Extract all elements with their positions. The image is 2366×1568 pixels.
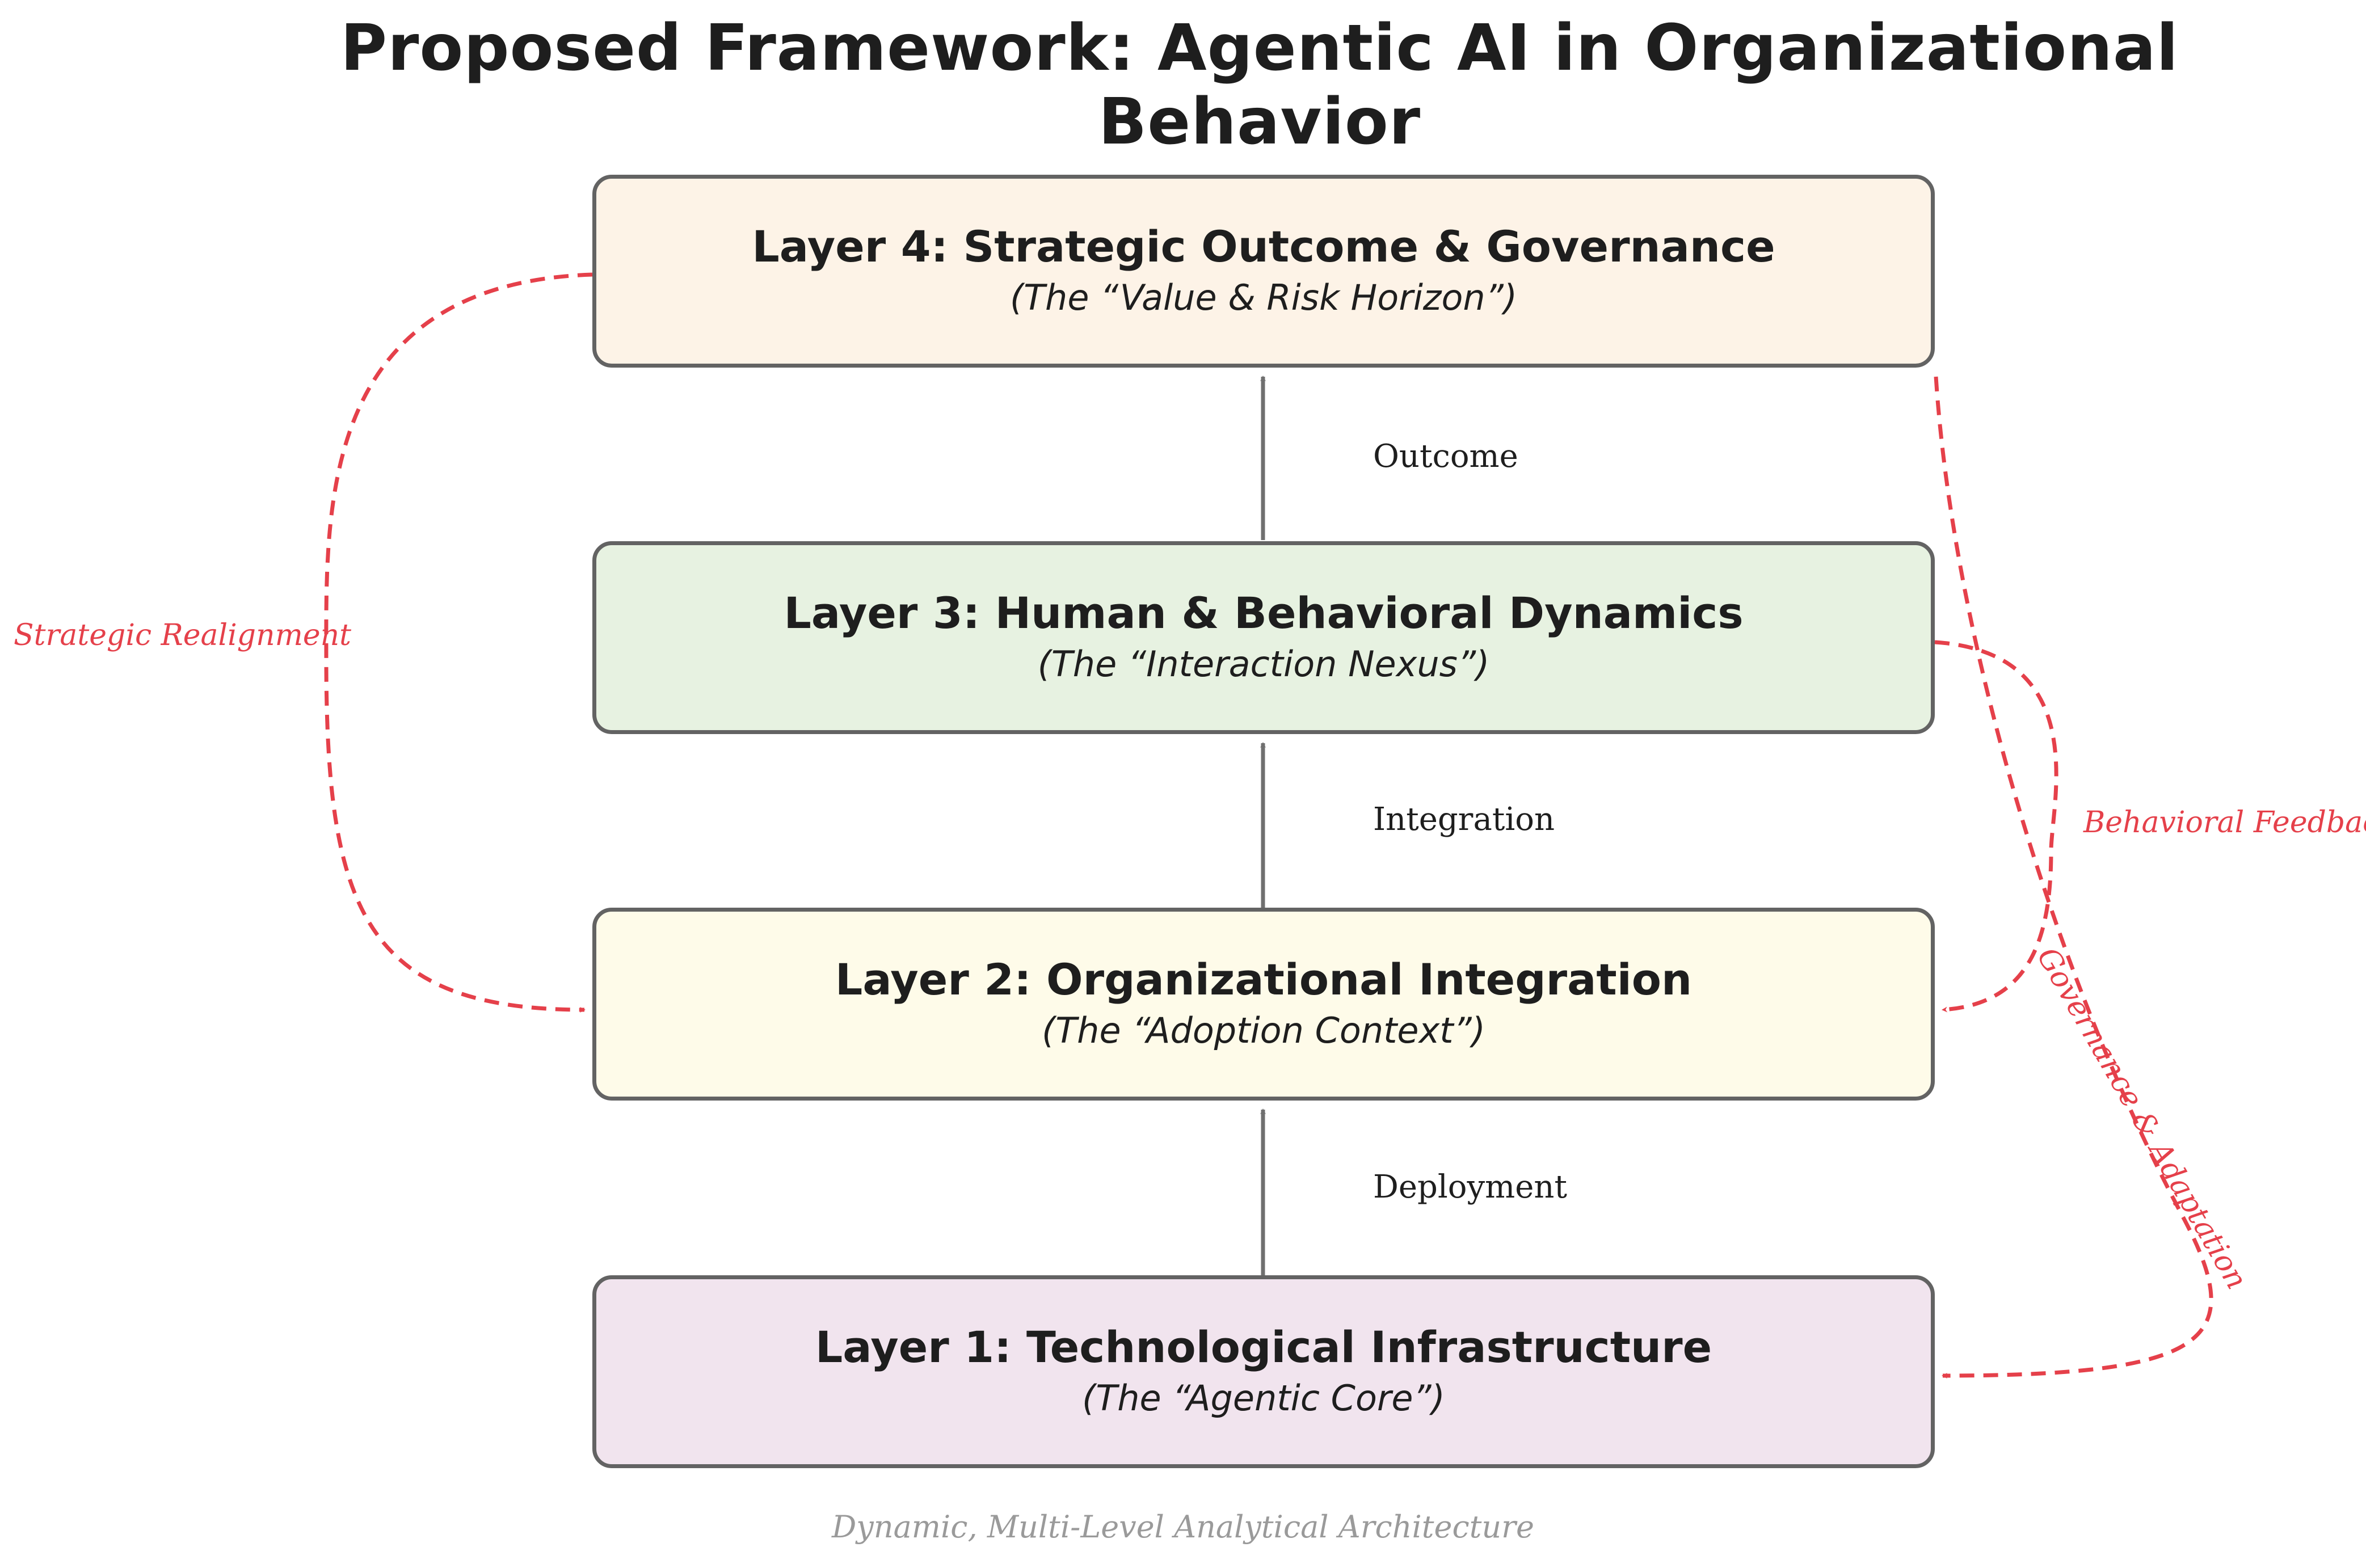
layer-4-title: Layer 4: Strategic Outcome & Governance xyxy=(752,221,1775,272)
layer-1-subtitle: (The “Agentic Core”) xyxy=(1082,1377,1445,1419)
layer-3-box: Layer 3: Human & Behavioral Dynamics (Th… xyxy=(592,541,1935,734)
layer-2-subtitle: (The “Adoption Context”) xyxy=(1042,1010,1485,1052)
behavioral-feedback-label: Behavioral Feedback xyxy=(2083,806,2366,840)
layer-3-subtitle: (The “Interaction Nexus”) xyxy=(1037,643,1490,685)
governance-adaptation-arrow xyxy=(1934,376,2213,1379)
layer-4-box: Layer 4: Strategic Outcome & Governance … xyxy=(592,175,1935,368)
behavioral-feedback-arrow xyxy=(1934,640,2058,1013)
layer-2-title: Layer 2: Organizational Integration xyxy=(835,954,1693,1005)
outcome-label: Outcome xyxy=(1373,438,1518,475)
strategic-realignment-arrow xyxy=(324,272,593,1013)
strategic-realignment-label: Strategic Realignment xyxy=(14,618,352,652)
diagram-caption: Dynamic, Multi-Level Analytical Architec… xyxy=(832,1509,1534,1545)
integration-label: Integration xyxy=(1373,801,1555,838)
diagram-title: Proposed Framework: Agentic AI in Organi… xyxy=(340,11,2179,159)
deployment-label: Deployment xyxy=(1373,1169,1567,1205)
layer-3-title: Layer 3: Human & Behavioral Dynamics xyxy=(784,588,1744,639)
layer-4-subtitle: (The “Value & Risk Horizon”) xyxy=(1009,277,1518,319)
layer-2-box: Layer 2: Organizational Integration (The… xyxy=(592,908,1935,1101)
layer-1-box: Layer 1: Technological Infrastructure (T… xyxy=(592,1275,1935,1468)
layer-1-title: Layer 1: Technological Infrastructure xyxy=(815,1322,1712,1373)
